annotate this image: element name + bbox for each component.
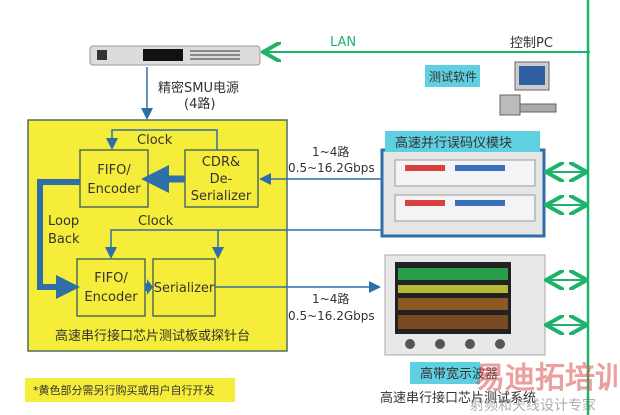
fifo-encoder-rx-block bbox=[79, 149, 149, 208]
smu-power-supply-icon bbox=[89, 45, 261, 66]
loopback-arrow bbox=[37, 179, 80, 299]
pc-label: 控制PC bbox=[510, 36, 553, 51]
footnote-box bbox=[25, 378, 235, 402]
footnote: *黄色部分需另行购买或用户自行开发 bbox=[33, 383, 215, 397]
scope-label-box bbox=[410, 362, 480, 384]
loopback-label-2: Back bbox=[48, 232, 80, 247]
bert-label: 高速并行误码仪模块 bbox=[395, 135, 512, 151]
loopback-label-1: Loop bbox=[48, 214, 79, 229]
clock-recovered-arrow bbox=[106, 129, 218, 150]
pc-icon bbox=[499, 61, 557, 116]
input-rate-label: 0.5~16.2Gbps bbox=[288, 161, 375, 175]
watermark-main: 易迪拓培训 bbox=[475, 361, 620, 396]
serializer-label: Serializer bbox=[154, 281, 215, 296]
bert-instrument-icon bbox=[380, 148, 546, 238]
software-label-box bbox=[425, 65, 480, 87]
watermark-sub: 射频和天线设计专家 bbox=[470, 397, 596, 414]
input-channels-label: 1~4路 bbox=[312, 144, 349, 159]
fifo-encoder-tx-block bbox=[76, 258, 146, 317]
smu-label: 精密SMU电源 bbox=[158, 80, 239, 96]
oscilloscope-icon bbox=[384, 254, 546, 356]
cdr-label-3: Serializer bbox=[191, 189, 252, 204]
clock-source-arrow bbox=[105, 229, 385, 259]
cdr-deserializer-block bbox=[184, 149, 259, 208]
output-channels-label: 1~4路 bbox=[312, 291, 349, 306]
smu-channels-label: (4路) bbox=[184, 96, 215, 112]
clock-mid-label: Clock bbox=[138, 214, 174, 229]
output-rate-label: 0.5~16.2Gbps bbox=[288, 309, 375, 323]
system-title: 高速串行接口芯片测试系统 bbox=[380, 390, 536, 406]
fifo-tx-label-2: Encoder bbox=[84, 290, 138, 305]
cdr-label-2: De- bbox=[210, 172, 233, 187]
bert-label-box bbox=[385, 131, 540, 152]
cdr-label-1: CDR& bbox=[202, 155, 240, 170]
clock-top-label: Clock bbox=[137, 133, 173, 148]
fifo-rx-label-1: FIFO/ bbox=[97, 163, 131, 178]
lan-label: LAN bbox=[330, 35, 356, 50]
board-title: 高速串行接口芯片测试板或探针台 bbox=[55, 328, 250, 344]
scope-label: 高带宽示波器 bbox=[420, 366, 498, 382]
fifo-tx-label-1: FIFO/ bbox=[94, 271, 128, 286]
software-label: 测试软件 bbox=[429, 69, 477, 84]
serializer-block bbox=[152, 258, 216, 317]
fifo-rx-label-2: Encoder bbox=[87, 182, 141, 197]
